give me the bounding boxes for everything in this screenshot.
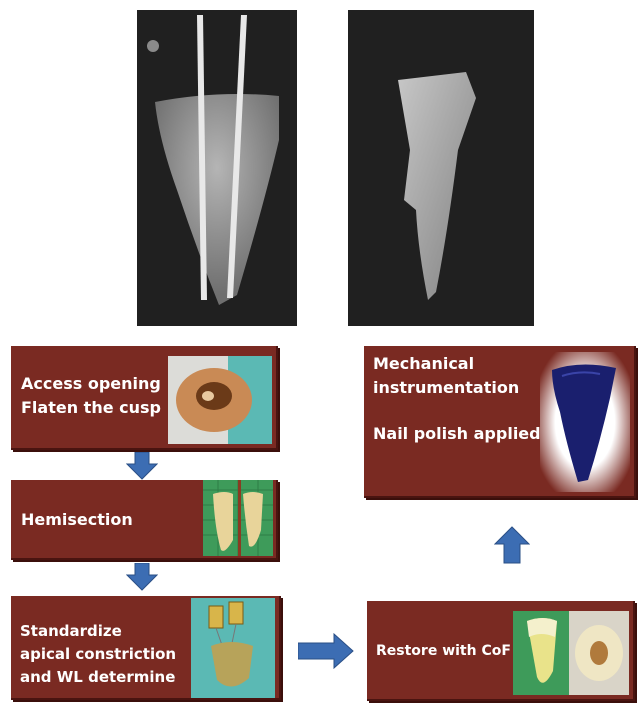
arrow-down-1	[126, 452, 158, 480]
step-access-opening: Access opening Flaten the cusp	[11, 346, 278, 450]
tooth-instrument-photo	[191, 598, 275, 698]
arrow-up	[494, 526, 530, 564]
standardize-label: Standardize apical constriction and WL d…	[20, 620, 176, 689]
step-hemisection: Hemisection	[11, 480, 278, 560]
nail-polish-label: Nail polish applied	[373, 422, 541, 446]
access-opening-label: Access opening Flaten the cusp	[21, 372, 161, 420]
tooth-hemisection-photo	[203, 480, 273, 556]
step-standardize: Standardize apical constriction and WL d…	[11, 596, 281, 700]
tooth-varnished-photo	[540, 352, 630, 492]
restore-label: Restore with CoF	[376, 639, 511, 663]
tooth-access-photo	[168, 356, 272, 444]
mechanical-label: Mechanical instrumentation	[373, 352, 519, 400]
hemisection-label: Hemisection	[21, 508, 133, 532]
xray-right	[348, 10, 534, 326]
xray-left	[137, 10, 297, 326]
arrow-right	[298, 633, 354, 669]
step-restore: Restore with CoF	[367, 601, 635, 701]
tooth-restore-photo	[513, 611, 629, 695]
step-mechanical: Mechanical instrumentation Nail polish a…	[364, 346, 636, 498]
arrow-down-2	[126, 563, 158, 591]
